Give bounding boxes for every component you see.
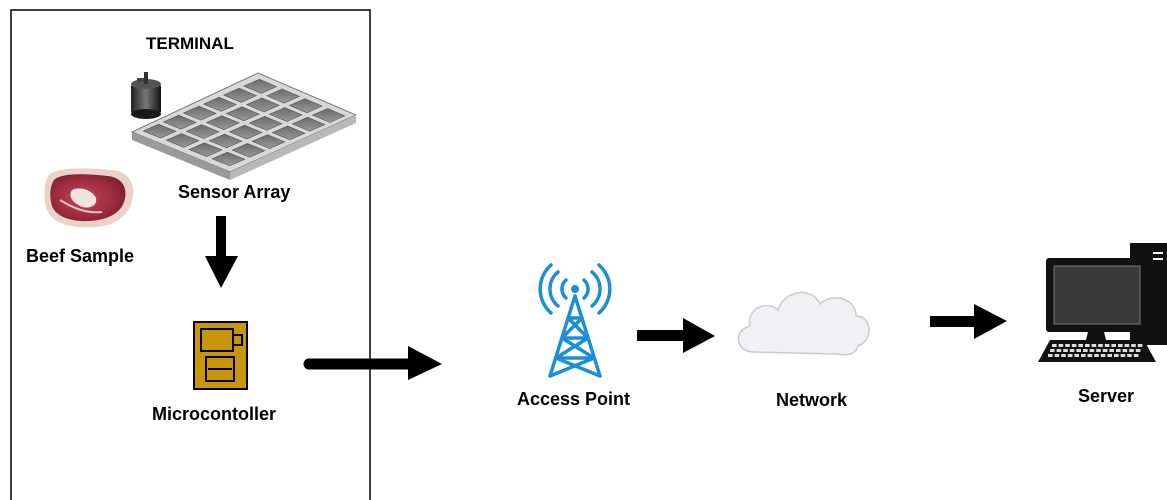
beef-steak-icon (44, 168, 134, 228)
keyboard-key (1076, 349, 1081, 352)
microcontroller-label: Microcontoller (152, 404, 277, 424)
sensor-cell (271, 125, 306, 141)
keyboard-key (1122, 349, 1128, 352)
chip-icon (193, 321, 248, 390)
beef-sample-label: Beef Sample (26, 246, 135, 266)
sensor-cell (268, 107, 303, 122)
keyboard-key (1074, 354, 1079, 357)
keyboard-key (1118, 344, 1123, 347)
keyboard-key (1050, 349, 1055, 352)
sensor-cell (182, 105, 217, 121)
keyboard-key (1107, 354, 1112, 357)
terminal-title: TERMINAL (146, 34, 234, 53)
keyboard-key (1127, 354, 1132, 357)
keyboard-key (1056, 349, 1062, 352)
sensor-cell (208, 133, 243, 149)
sensor-cell (188, 142, 223, 157)
keyboard-key (1131, 344, 1136, 347)
keyboard-key (1109, 349, 1114, 352)
keyboard-key (1137, 344, 1143, 347)
keyboard-key (1067, 354, 1073, 357)
sensor-cell (223, 87, 258, 103)
sensor-cell (231, 143, 266, 158)
sensor-cell (248, 116, 283, 131)
keyboard-key (1052, 344, 1057, 347)
sensor-cell (251, 134, 286, 149)
keyboard-key (1054, 354, 1060, 357)
sensor-cell (243, 78, 278, 94)
arrow-to-server (930, 304, 1007, 339)
sensor-cell (291, 116, 326, 132)
sensor-cell (205, 115, 240, 130)
server-label: Server (1078, 386, 1135, 406)
keyboard-key (1063, 349, 1068, 352)
sensor-cell (245, 97, 281, 113)
access-point-label: Access Point (517, 389, 631, 409)
keyboard-key (1114, 354, 1119, 357)
sensor-cell (266, 88, 301, 104)
sensor-array-label: Sensor Array (178, 182, 291, 202)
keyboard-key (1058, 344, 1064, 347)
keyboard-key (1104, 344, 1110, 347)
keyboard-key (1135, 349, 1141, 352)
sensor-cell (211, 151, 246, 167)
keyboard-key (1083, 349, 1088, 352)
down-arrow (205, 216, 238, 288)
sensor-grid-icon (130, 72, 358, 180)
sensor-cell (228, 124, 263, 140)
keyboard-key (1102, 349, 1108, 352)
keyboard-key (1069, 349, 1075, 352)
keyboard-key (1091, 344, 1097, 347)
sensor-cell (185, 124, 220, 139)
keyboard-key (1094, 354, 1099, 357)
keyboard-key (1096, 349, 1101, 352)
sensor-cell (311, 108, 346, 123)
keyboard-key (1124, 344, 1130, 347)
sensor-cell (162, 114, 197, 130)
sensor-cell (142, 123, 177, 139)
arrow-to-network (637, 318, 715, 353)
keyboard-key (1048, 354, 1053, 357)
keyboard-key (1081, 354, 1086, 357)
desktop-computer-icon (1038, 243, 1167, 362)
motor-icon (131, 72, 161, 119)
terminal-frame (10, 9, 371, 500)
keyboard-key (1116, 349, 1121, 352)
keyboard-key (1078, 344, 1083, 347)
arrow-to-access-point (303, 346, 442, 380)
keyboard-key (1098, 344, 1103, 347)
keyboard-key (1111, 344, 1116, 347)
keyboard-key (1133, 354, 1139, 357)
keyboard-key (1129, 349, 1134, 352)
antenna-tower-icon (538, 263, 612, 378)
sensor-cell (225, 106, 260, 122)
sensor-cell (288, 98, 323, 114)
keyboard-key (1120, 354, 1126, 357)
keyboard-key (1085, 344, 1090, 347)
keyboard-key (1089, 349, 1095, 352)
sensor-cell (202, 96, 238, 112)
keyboard-key (1061, 354, 1066, 357)
keyboard-key (1065, 344, 1070, 347)
sensor-cell (165, 133, 200, 148)
keyboard-key (1100, 354, 1106, 357)
cloud-icon (737, 291, 870, 356)
keyboard-key (1087, 354, 1093, 357)
network-label: Network (776, 390, 848, 410)
keyboard-key (1071, 344, 1077, 347)
